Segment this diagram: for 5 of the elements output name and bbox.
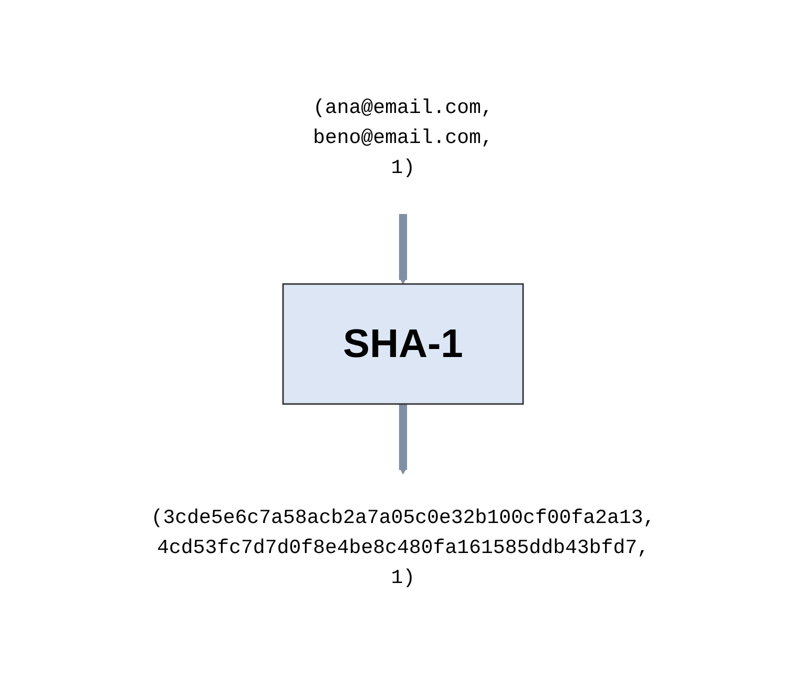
node-text: (ana@email.com, beno@email.com, 1) (312, 97, 494, 180)
node-text: (3cde5e6c7a58acb2a7a05c0e32b100cf00fa2a13, 4cd53fc7d7d0f8e4be8c480fa161585ddb43bfd7, 1) (150, 507, 656, 590)
arrow (398, 404, 408, 474)
node-box: SHA-1 (282, 283, 524, 405)
arrow (398, 214, 408, 284)
